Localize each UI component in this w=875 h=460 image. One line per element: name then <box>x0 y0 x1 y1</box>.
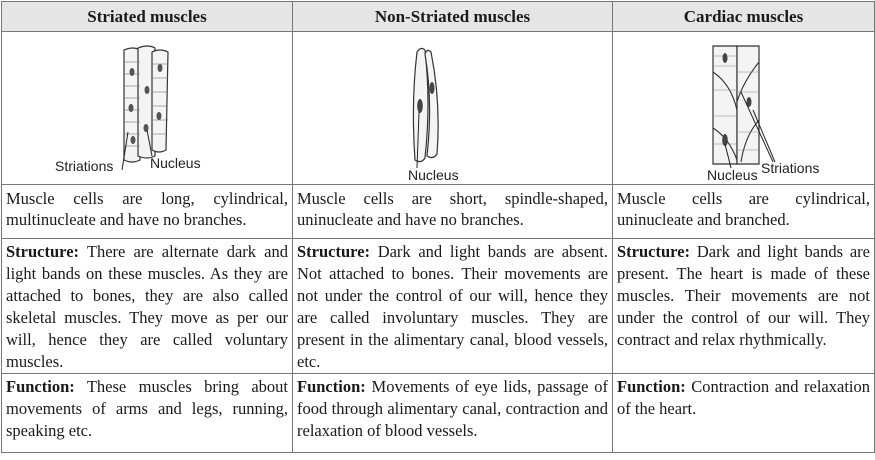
structure-label: Structure: <box>617 242 691 261</box>
function-text: Movements of eye lids, passage of food t… <box>297 377 608 440</box>
function-nonstriated: Function: Movements of eye lids, passage… <box>292 373 613 453</box>
nonstriated-figure-cell: Nucleus <box>292 31 613 185</box>
function-text: These muscles bring about movements of a… <box>6 377 288 440</box>
figure-row: Striations Nucleus Nucleus <box>1 31 875 185</box>
structure-text: Dark and light bands are present. The he… <box>617 242 870 349</box>
function-label: Function: <box>6 377 75 396</box>
cardiac-figure-cell: Nucleus Striations <box>612 31 875 185</box>
function-label: Function: <box>617 377 686 396</box>
description-striated: Muscle cells are long, cylindrical, mult… <box>1 184 293 239</box>
function-striated: Function: These muscles bring about move… <box>1 373 293 453</box>
cardiac-muscle-illustration: Nucleus Striations <box>707 45 819 183</box>
structure-row: Structure: There are alternate dark and … <box>1 238 875 374</box>
function-label: Function: <box>297 377 366 396</box>
description-cardiac: Muscle cells are cylindrical, uninucleat… <box>612 184 875 239</box>
label-striations-cardiac: Striations <box>761 160 819 176</box>
structure-striated: Structure: There are alternate dark and … <box>1 238 293 374</box>
structure-text: Dark and light bands are absent. Not att… <box>297 242 608 371</box>
nonstriated-muscle-illustration: Nucleus <box>408 47 459 183</box>
function-row: Function: These muscles bring about move… <box>1 373 875 453</box>
description-nonstriated: Muscle cells are short, spindle-shaped, … <box>292 184 613 239</box>
header-cardiac: Cardiac muscles <box>612 1 875 32</box>
label-striations-striated: Striations <box>55 158 113 174</box>
structure-text: There are alternate dark and light bands… <box>6 242 289 371</box>
structure-nonstriated: Structure: Dark and light bands are abse… <box>292 238 613 374</box>
header-row: Striated muscles Non-Striated muscles Ca… <box>1 1 875 32</box>
description-row: Muscle cells are long, cylindrical, mult… <box>1 184 875 239</box>
function-cardiac: Function: Contraction and relaxation of … <box>612 373 875 453</box>
striated-muscle-illustration: Striations Nucleus <box>55 45 201 174</box>
structure-label: Structure: <box>297 242 371 261</box>
label-nucleus-nonstriated: Nucleus <box>408 167 459 183</box>
label-nucleus-cardiac: Nucleus <box>707 167 758 183</box>
structure-cardiac: Structure: Dark and light bands are pres… <box>612 238 875 374</box>
striated-figure-cell: Striations Nucleus <box>1 31 293 185</box>
structure-label: Structure: <box>6 242 80 261</box>
label-nucleus-striated: Nucleus <box>150 155 201 171</box>
function-text: Contraction and relaxation of the heart. <box>617 377 870 418</box>
header-striated: Striated muscles <box>1 1 293 32</box>
header-nonstriated: Non-Striated muscles <box>292 1 613 32</box>
